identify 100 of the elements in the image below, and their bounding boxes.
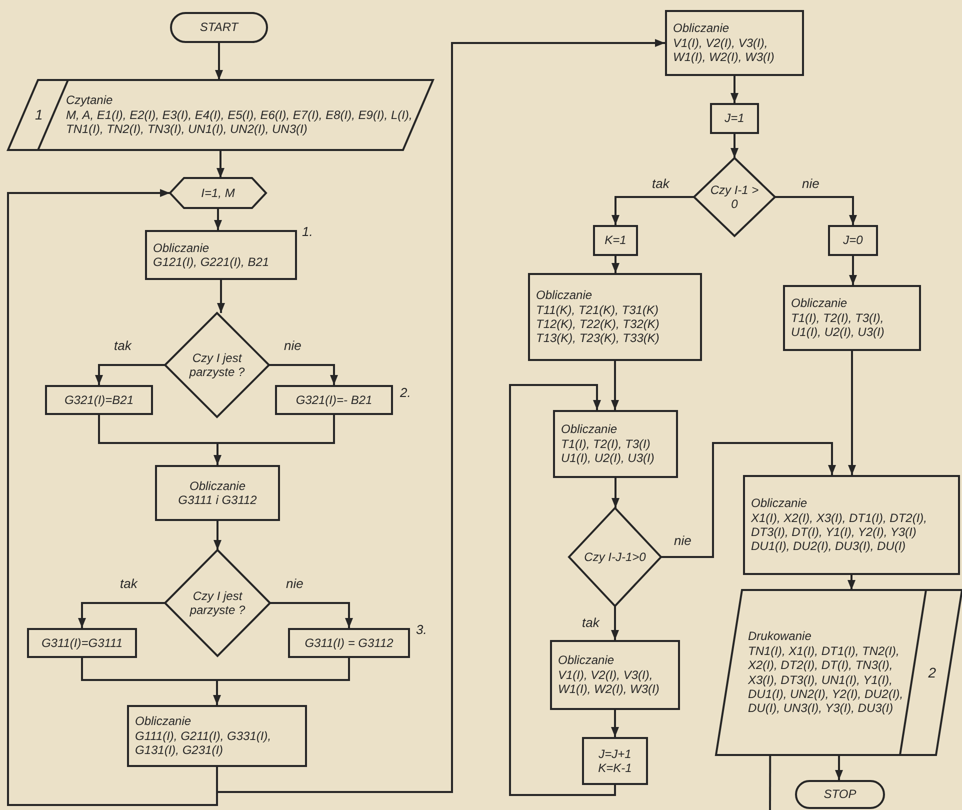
step-text: X1(I), X2(I), X3(I), DT1(I), DT2(I), DT3(I), DT(I), Y1(I), Y2(I), Y3(I) DU1(I), DU2(I), DU3(I), DU(I) bbox=[751, 510, 928, 554]
step-text: G3111 i G3112 bbox=[178, 493, 257, 508]
arrow bbox=[269, 364, 338, 385]
step-text: G121(I), G221(I), B21 bbox=[153, 255, 270, 270]
step-text: T11(K), T21(K), T31(K) T12(K), T22(K), T32(K) T13(K), T23(K), T33(K) bbox=[536, 302, 660, 346]
arrow bbox=[214, 208, 222, 230]
step-heading: Drukowanie bbox=[748, 629, 812, 644]
process-box bbox=[828, 225, 878, 256]
step-text: G321(I)=B21 bbox=[64, 392, 134, 408]
arrow bbox=[7, 189, 218, 806]
step-heading: Obliczanie bbox=[558, 653, 614, 668]
process-box bbox=[743, 475, 960, 575]
step-text: G321(I)=- B21 bbox=[296, 392, 372, 408]
step-number: 1. bbox=[302, 224, 313, 239]
edge-label: nie bbox=[800, 176, 822, 191]
process-box bbox=[275, 385, 393, 415]
step-text: STOP bbox=[824, 787, 856, 802]
process-box bbox=[27, 628, 137, 658]
step-heading: Obliczanie bbox=[561, 422, 618, 437]
process-box bbox=[127, 705, 307, 767]
step-text: Czy I jest parzyste ? bbox=[188, 350, 246, 380]
edge-label: tak bbox=[650, 176, 672, 191]
step-text: Czy I-1 > 0 bbox=[709, 182, 760, 212]
step-heading: Obliczanie bbox=[751, 496, 808, 511]
process-box bbox=[783, 285, 921, 351]
step-text: START bbox=[200, 20, 238, 35]
step-text: K=1 bbox=[604, 233, 626, 248]
step-text: J=J+1 K=K-1 bbox=[597, 746, 633, 776]
input-output-box bbox=[8, 80, 433, 150]
arrow bbox=[775, 196, 857, 225]
terminal-box bbox=[795, 780, 885, 809]
step-heading: Obliczanie bbox=[153, 240, 210, 255]
process-box bbox=[550, 640, 680, 710]
step-heading: Obliczanie bbox=[536, 288, 592, 303]
step-text: M, A, E1(I), E2(I), E3(I), E4(I), E5(I), E6(I), E7(I), E8(I), E9(I), L(I), TN1(I), TN2(I), TN3(I), UN1(I), UN2(I), UN3(I) bbox=[66, 108, 413, 137]
process-box bbox=[582, 737, 648, 785]
edge-label: tak bbox=[580, 615, 602, 630]
step-number: 1 bbox=[35, 106, 43, 124]
step-number: 2 bbox=[928, 664, 936, 681]
step-text: J=0 bbox=[843, 233, 863, 248]
process-box bbox=[710, 103, 759, 134]
arrow bbox=[215, 43, 223, 80]
step-text: G111(I), G211(I), G331(I), G131(I), G231(I) bbox=[135, 728, 272, 758]
loop-hexagon bbox=[170, 178, 266, 208]
decision-diamond bbox=[569, 508, 661, 606]
step-text: I=1, M bbox=[201, 186, 235, 200]
decision-diamond bbox=[165, 313, 269, 417]
step-text: TN1(I), X1(I), DT1(I), TN2(I), X2(I), DT2(I), DT(I), TN3(I), X3(I), DT3(I), UN1(I), Y1(I), DU1(I), UN2(I), Y2(I), DU2(I), DU(I), UN3(I), Y3(I), DU3(I) bbox=[748, 644, 904, 716]
step-text: Czy I jest parzyste ? bbox=[188, 588, 246, 618]
step-text: V1(I), V2(I), V3(I), W1(I), W2(I), W3(I) bbox=[673, 36, 776, 65]
step-number: 3. bbox=[416, 622, 427, 637]
process-box bbox=[665, 10, 804, 76]
arrow bbox=[612, 196, 694, 225]
edge-label: nie bbox=[284, 576, 306, 591]
terminal-box bbox=[170, 12, 268, 43]
arrow bbox=[848, 351, 856, 475]
step-number: 2. bbox=[400, 385, 411, 400]
decision-diamond bbox=[165, 550, 270, 656]
connector-line bbox=[769, 755, 772, 810]
arrow bbox=[611, 606, 619, 640]
arrow bbox=[661, 442, 836, 558]
arrow bbox=[216, 150, 224, 178]
arrow bbox=[95, 364, 165, 385]
step-heading: Obliczanie bbox=[189, 478, 246, 493]
step-heading: Obliczanie bbox=[673, 21, 730, 36]
process-box bbox=[155, 465, 280, 521]
arrow bbox=[214, 415, 335, 465]
step-text: G311(I)=G3111 bbox=[41, 636, 123, 650]
step-text: G311(I) = G3112 bbox=[304, 636, 394, 650]
arrow bbox=[213, 658, 350, 705]
arrow bbox=[217, 280, 225, 313]
edge-label: nie bbox=[282, 338, 304, 353]
arrow bbox=[835, 755, 843, 780]
arrow bbox=[611, 710, 619, 737]
step-text: T1(I), T2(I), T3(I), U1(I), U2(I), U3(I) bbox=[791, 310, 886, 340]
step-heading: Obliczanie bbox=[135, 714, 192, 729]
step-text: Czy I-J-1>0 bbox=[584, 550, 646, 564]
arrow bbox=[270, 602, 353, 628]
arrow bbox=[730, 76, 738, 103]
input-output-box bbox=[716, 590, 962, 755]
arrow bbox=[78, 602, 165, 628]
step-text: T1(I), T2(I), T3(I) U1(I), U2(I), U3(I) bbox=[561, 436, 656, 466]
process-box bbox=[145, 230, 297, 280]
step-heading: Obliczanie bbox=[791, 296, 848, 311]
arrow bbox=[612, 478, 620, 508]
edge-label: nie bbox=[672, 533, 694, 548]
arrow bbox=[214, 521, 222, 550]
process-box bbox=[288, 628, 410, 658]
step-heading: Czytanie bbox=[66, 93, 113, 108]
process-box bbox=[593, 225, 638, 256]
step-text: V1(I), V2(I), V3(I), W1(I), W2(I), W3(I) bbox=[558, 668, 660, 697]
arrow bbox=[611, 361, 619, 410]
arrow bbox=[216, 39, 665, 793]
process-box bbox=[553, 410, 678, 478]
arrow bbox=[848, 575, 856, 590]
arrow bbox=[612, 256, 620, 273]
arrow bbox=[730, 134, 738, 158]
edge-label: tak bbox=[118, 576, 140, 591]
process-box bbox=[528, 273, 702, 361]
process-box bbox=[45, 385, 153, 415]
